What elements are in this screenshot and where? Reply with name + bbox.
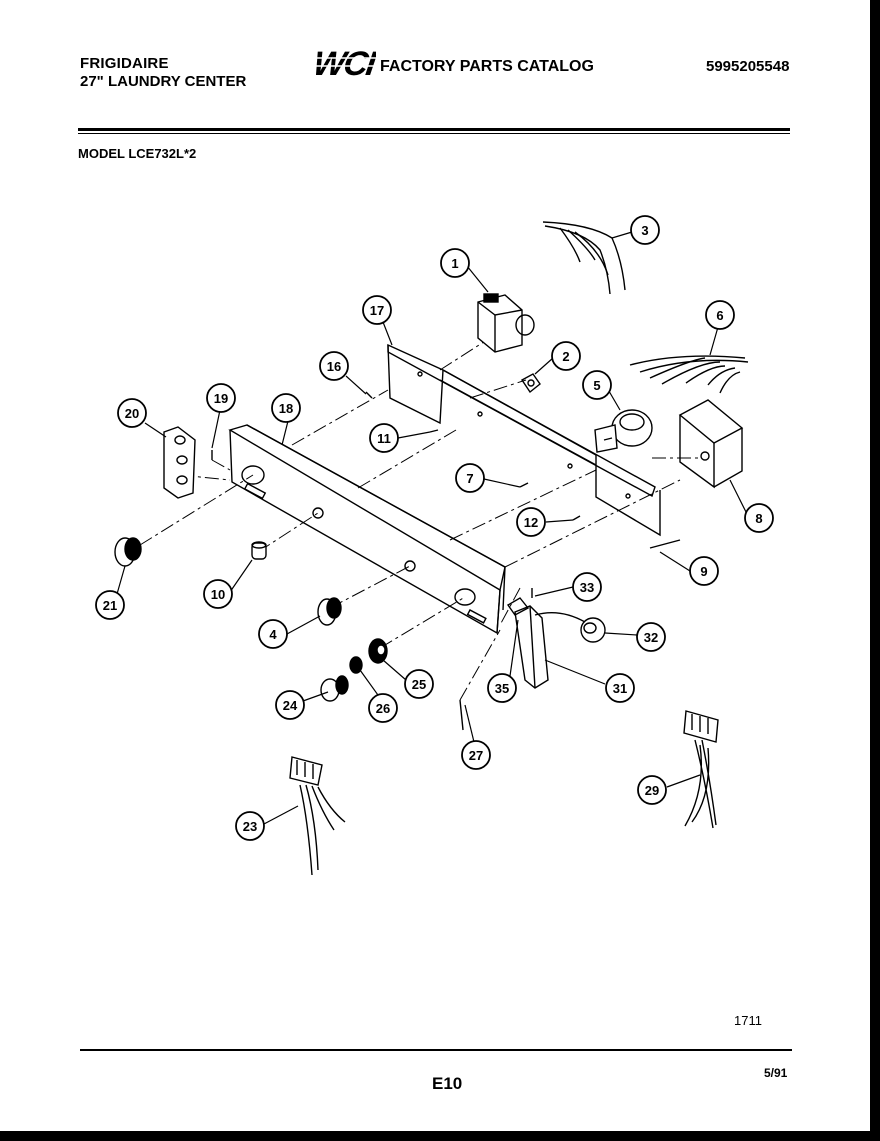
console-panel bbox=[228, 424, 506, 635]
callout-32: 32 bbox=[636, 622, 666, 652]
callout-2: 2 bbox=[551, 341, 581, 371]
svg-text:19: 19 bbox=[214, 391, 228, 406]
door-switch bbox=[506, 597, 549, 689]
svg-text:21: 21 bbox=[103, 598, 117, 613]
svg-text:3: 3 bbox=[641, 223, 648, 238]
control-bracket bbox=[387, 343, 661, 537]
callout-26: 26 bbox=[368, 693, 398, 723]
svg-text:26: 26 bbox=[376, 701, 390, 716]
svg-text:8: 8 bbox=[755, 511, 762, 526]
svg-text:27: 27 bbox=[469, 748, 483, 763]
callout-23: 23 bbox=[235, 811, 265, 841]
svg-text:1: 1 bbox=[451, 256, 458, 271]
callout-33: 33 bbox=[572, 572, 602, 602]
svg-text:35: 35 bbox=[495, 681, 509, 696]
svg-text:4: 4 bbox=[269, 627, 277, 642]
svg-text:2: 2 bbox=[562, 349, 569, 364]
callout-17: 17 bbox=[362, 295, 392, 325]
callout-18: 18 bbox=[271, 393, 301, 423]
callout-27: 27 bbox=[461, 740, 491, 770]
svg-text:20: 20 bbox=[125, 406, 139, 421]
svg-text:32: 32 bbox=[644, 630, 658, 645]
svg-text:6: 6 bbox=[716, 308, 723, 323]
catalog-number: 5995205548 bbox=[706, 58, 790, 75]
callout-8: 8 bbox=[744, 503, 774, 533]
brand-name: FRIGIDAIRE bbox=[80, 55, 169, 72]
knob-spacer bbox=[251, 541, 267, 560]
connector-harness-right bbox=[683, 710, 719, 829]
callout-31: 31 bbox=[605, 673, 635, 703]
callout-7: 7 bbox=[455, 463, 485, 493]
knob-small bbox=[320, 675, 349, 702]
motor bbox=[594, 409, 653, 453]
product-line: 27" LAUNDRY CENTER bbox=[80, 73, 247, 90]
svg-text:11: 11 bbox=[377, 431, 391, 446]
svg-text:18: 18 bbox=[279, 401, 293, 416]
callout-4: 4 bbox=[258, 619, 288, 649]
callout-9: 9 bbox=[689, 556, 719, 586]
wci-logo: WCI bbox=[314, 47, 376, 79]
svg-text:23: 23 bbox=[243, 819, 257, 834]
callout-35: 35 bbox=[487, 673, 517, 703]
callout-24: 24 bbox=[275, 690, 305, 720]
svg-text:7: 7 bbox=[466, 471, 473, 486]
diagram-code: 1711 bbox=[734, 1013, 762, 1028]
harness-clip bbox=[534, 612, 606, 643]
model-number: MODEL LCE732L*2 bbox=[78, 146, 197, 161]
svg-text:9: 9 bbox=[700, 564, 707, 579]
spring-ring bbox=[349, 638, 388, 674]
timer bbox=[477, 293, 535, 353]
svg-text:25: 25 bbox=[412, 677, 426, 692]
svg-text:31: 31 bbox=[613, 681, 627, 696]
wire-harness-upper bbox=[542, 221, 626, 295]
wire-harness-right bbox=[629, 355, 749, 394]
callout-16: 16 bbox=[319, 351, 349, 381]
callout-25: 25 bbox=[404, 669, 434, 699]
callout-11: 11 bbox=[369, 423, 399, 453]
callout-29: 29 bbox=[637, 775, 667, 805]
knob-left bbox=[114, 537, 142, 567]
callout-12: 12 bbox=[516, 507, 546, 537]
catalog-title: FACTORY PARTS CATALOG bbox=[380, 58, 594, 75]
header-rule bbox=[78, 128, 790, 131]
callout-6: 6 bbox=[705, 300, 735, 330]
end-bracket bbox=[163, 426, 196, 499]
svg-text:WCI: WCI bbox=[314, 47, 376, 79]
footer-rule bbox=[80, 1049, 792, 1051]
knob-center bbox=[317, 597, 342, 626]
svg-text:24: 24 bbox=[283, 698, 298, 713]
page-number: E10 bbox=[432, 1074, 463, 1093]
svg-text:17: 17 bbox=[370, 303, 384, 318]
callout-19: 19 bbox=[206, 383, 236, 413]
svg-text:16: 16 bbox=[327, 359, 341, 374]
svg-text:33: 33 bbox=[580, 580, 594, 595]
transformer bbox=[678, 399, 744, 489]
callout-20: 20 bbox=[117, 398, 147, 428]
screws bbox=[211, 391, 681, 731]
svg-text:29: 29 bbox=[645, 783, 659, 798]
connector-harness-left bbox=[289, 756, 346, 876]
switch bbox=[520, 373, 541, 394]
svg-text:5: 5 bbox=[593, 378, 600, 393]
svg-text:10: 10 bbox=[211, 587, 225, 602]
callout-3: 3 bbox=[630, 215, 660, 245]
callout-5: 5 bbox=[582, 370, 612, 400]
svg-text:12: 12 bbox=[524, 515, 538, 530]
callout-10: 10 bbox=[203, 579, 233, 609]
callout-1: 1 bbox=[440, 248, 470, 278]
callout-21: 21 bbox=[95, 590, 125, 620]
header-rule-thin bbox=[78, 133, 790, 134]
revision-date: 5/91 bbox=[764, 1066, 788, 1080]
